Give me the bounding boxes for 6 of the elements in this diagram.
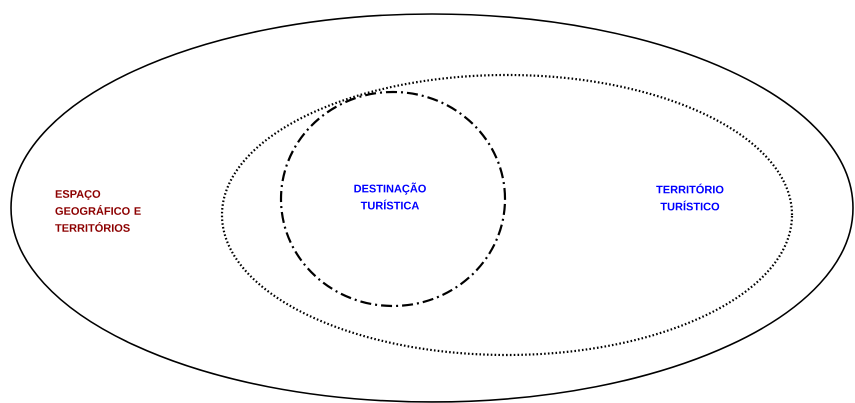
region-circle xyxy=(280,90,506,308)
region-ellipse xyxy=(220,74,794,356)
region-label: DESTINAÇÃO TURÍSTICA xyxy=(354,182,426,210)
region-ellipse xyxy=(10,13,854,403)
region-label: ESPAÇO GEOGRÁFICO E TERRITÓRIOS xyxy=(55,190,141,232)
region-label: TERRITÓRIO TURÍSTICO xyxy=(656,184,724,210)
